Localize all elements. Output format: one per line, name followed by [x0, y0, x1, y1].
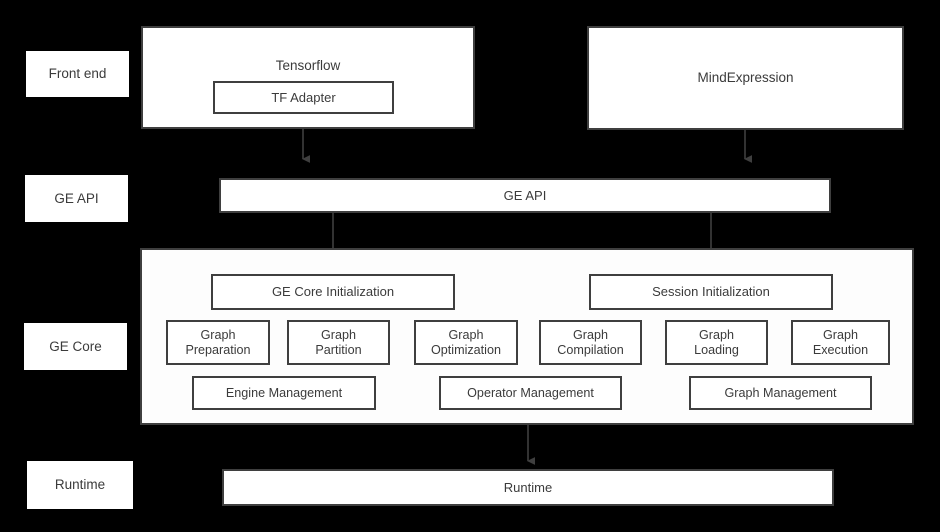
operator-management-box[interactable]: Operator Management — [439, 376, 622, 410]
engine-management-box[interactable]: Engine Management — [192, 376, 376, 410]
graph-preparation-box[interactable]: Graph Preparation — [166, 320, 270, 365]
tf-adapter-box[interactable]: TF Adapter — [213, 81, 394, 114]
graph-loading-box[interactable]: Graph Loading — [665, 320, 768, 365]
graph-partition-box[interactable]: Graph Partition — [287, 320, 390, 365]
graph-compilation-box[interactable]: Graph Compilation — [539, 320, 642, 365]
graph-execution-box[interactable]: Graph Execution — [791, 320, 890, 365]
graph-optimization-box[interactable]: Graph Optimization — [414, 320, 518, 365]
mindexpression-box[interactable]: MindExpression — [587, 26, 904, 130]
ge-core-initialization-box[interactable]: GE Core Initialization — [211, 274, 455, 310]
ge-api-bar[interactable]: GE API — [219, 178, 831, 213]
layer-label-runtime: Runtime — [27, 461, 133, 509]
layer-label-front-end: Front end — [26, 51, 129, 97]
layer-label-ge-core: GE Core — [24, 323, 127, 370]
layer-label-ge-api: GE API — [25, 175, 128, 222]
runtime-bar[interactable]: Runtime — [222, 469, 834, 506]
session-initialization-box[interactable]: Session Initialization — [589, 274, 833, 310]
graph-management-box[interactable]: Graph Management — [689, 376, 872, 410]
